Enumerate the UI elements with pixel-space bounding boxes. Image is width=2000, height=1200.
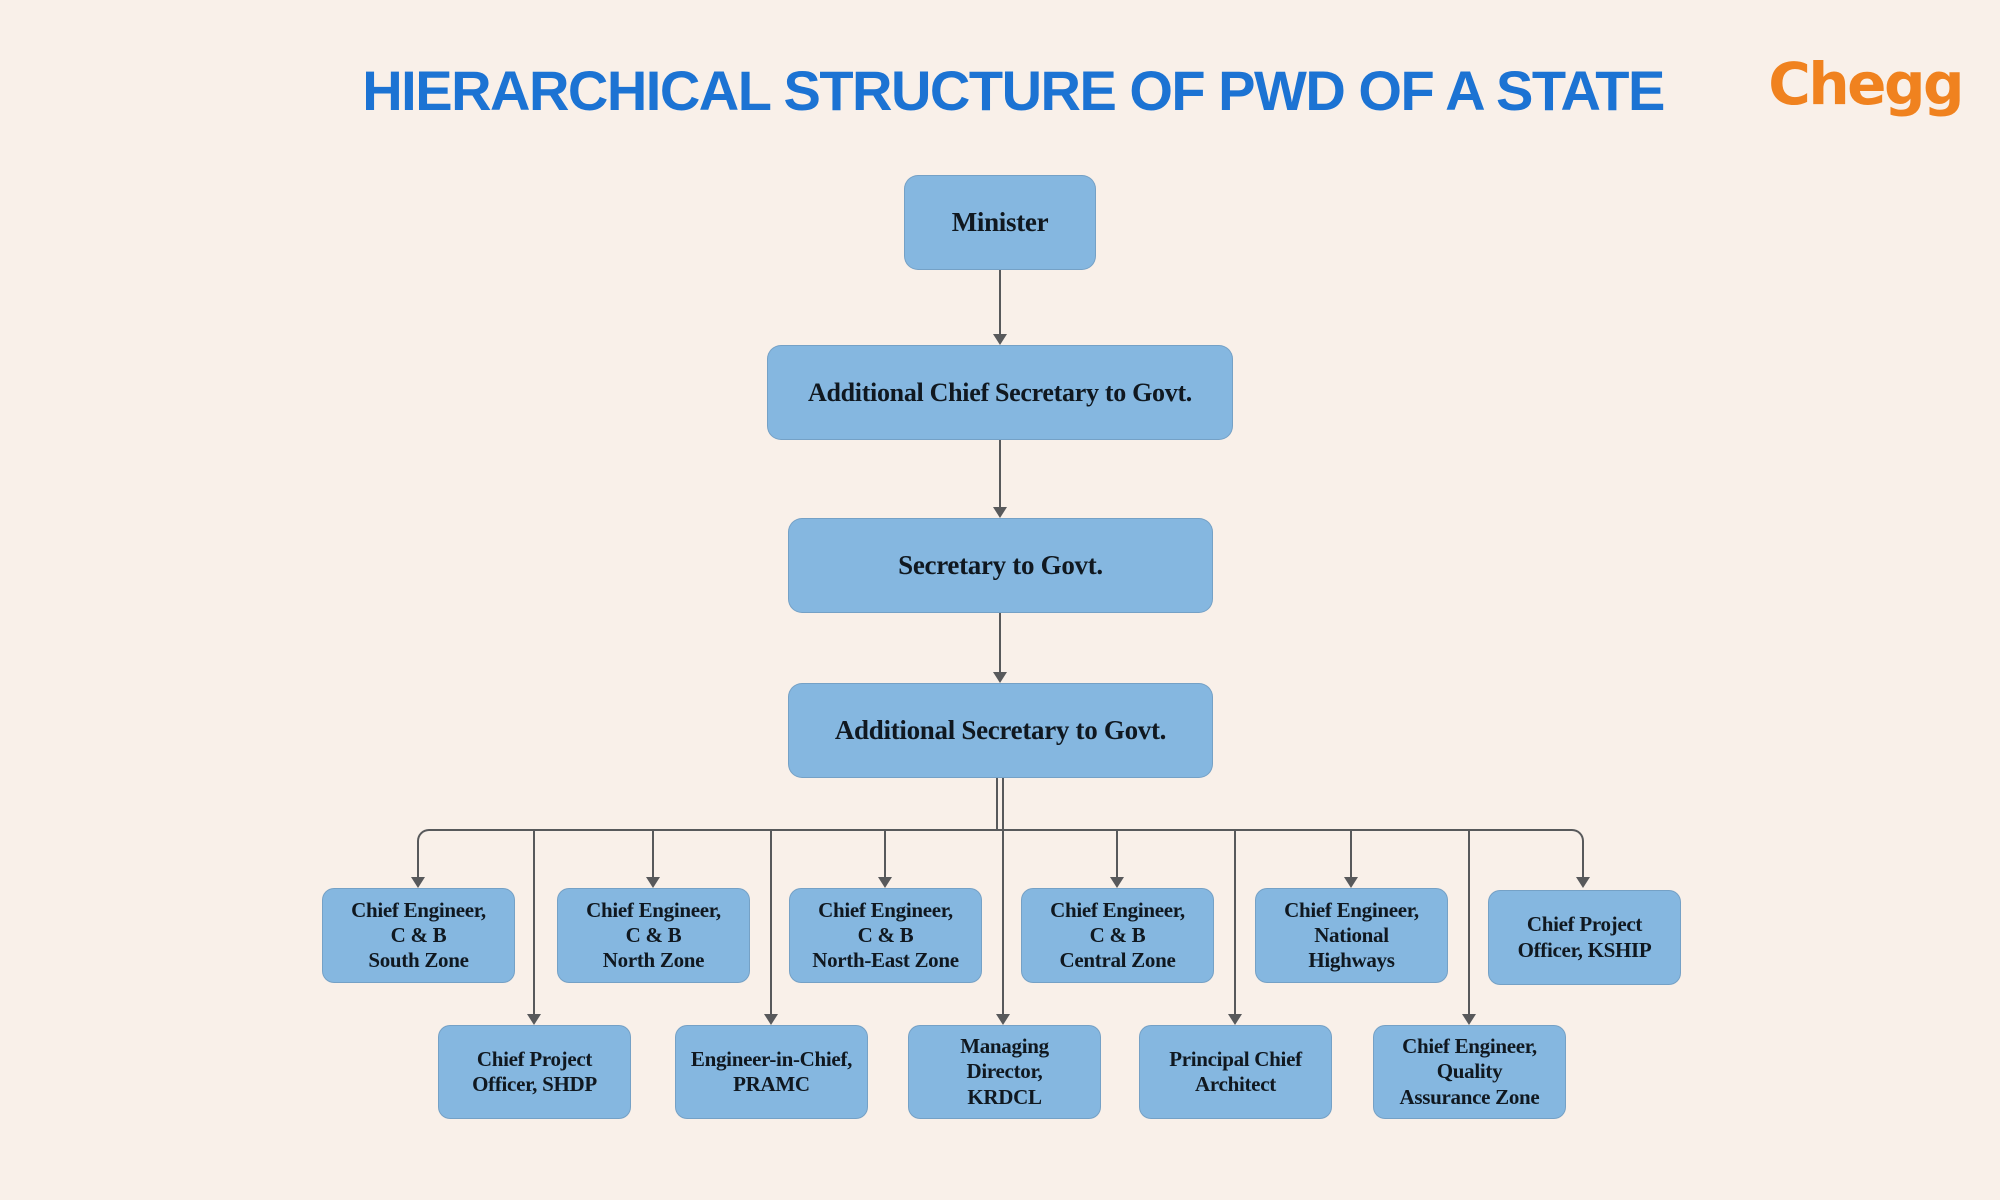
org-node-principal-chief-architect: Principal Chief Architect bbox=[1139, 1025, 1332, 1119]
arrow-down-icon bbox=[993, 507, 1007, 518]
drop-south-zone bbox=[417, 842, 419, 878]
drop-north-east-zone bbox=[884, 830, 886, 878]
connector-minister-to-acs bbox=[999, 270, 1001, 336]
org-node-label: Chief Engineer, National Highways bbox=[1284, 897, 1419, 973]
drop-national-highways bbox=[1350, 830, 1352, 878]
arrow-down-icon bbox=[1110, 877, 1124, 888]
arrow-down-icon bbox=[996, 1014, 1010, 1025]
arrow-down-icon bbox=[1576, 877, 1590, 888]
drop-quality-assurance bbox=[1468, 830, 1470, 1015]
org-node-label: Chief Engineer, C & B North Zone bbox=[586, 897, 721, 973]
bus-corner-right bbox=[1570, 829, 1584, 843]
org-node-label: Additional Chief Secretary to Govt. bbox=[807, 377, 1193, 407]
org-node-md-krdcl: Managing Director, KRDCL bbox=[908, 1025, 1101, 1119]
arrow-down-icon bbox=[993, 334, 1007, 345]
org-node-label: Additional Secretary to Govt. bbox=[834, 715, 1167, 746]
org-node-label: Chief Engineer, C & B North-East Zone bbox=[812, 897, 959, 973]
arrow-down-icon bbox=[646, 877, 660, 888]
arrow-down-icon bbox=[993, 672, 1007, 683]
org-node-label: Managing Director, KRDCL bbox=[960, 1034, 1049, 1109]
org-node-label: Chief Engineer, Quality Assurance Zone bbox=[1399, 1034, 1540, 1109]
connector-secretary-to-addl-secretary bbox=[999, 613, 1001, 673]
org-node-label: Principal Chief Architect bbox=[1169, 1046, 1302, 1096]
org-node-label: Chief Engineer, C & B South Zone bbox=[351, 897, 486, 973]
org-node-ce-south-zone: Chief Engineer, C & B South Zone bbox=[322, 888, 515, 983]
arrow-down-icon bbox=[527, 1014, 541, 1025]
chegg-logo: Chegg bbox=[1768, 50, 1964, 118]
arrow-down-icon bbox=[411, 877, 425, 888]
arrow-down-icon bbox=[1344, 877, 1358, 888]
org-node-additional-chief-secretary: Additional Chief Secretary to Govt. bbox=[767, 345, 1233, 440]
page-title: HIERARCHICAL STRUCTURE OF PWD OF A STATE bbox=[362, 59, 1665, 122]
org-node-cpo-kship: Chief Project Officer, KSHIP bbox=[1488, 890, 1681, 985]
org-node-cpo-shdp: Chief Project Officer, SHDP bbox=[438, 1025, 631, 1119]
org-node-secretary: Secretary to Govt. bbox=[788, 518, 1213, 613]
org-node-ce-quality-assurance-zone: Chief Engineer, Quality Assurance Zone bbox=[1373, 1025, 1566, 1119]
org-node-ce-central-zone: Chief Engineer, C & B Central Zone bbox=[1021, 888, 1214, 983]
org-node-ce-north-east-zone: Chief Engineer, C & B North-East Zone bbox=[789, 888, 982, 983]
bus-line bbox=[430, 829, 1571, 831]
org-node-ce-national-highways: Chief Engineer, National Highways bbox=[1255, 888, 1448, 983]
drop-krdcl bbox=[1002, 830, 1004, 1015]
org-node-label: Chief Project Officer, SHDP bbox=[472, 1046, 597, 1096]
drop-principal-chief-architect bbox=[1234, 830, 1236, 1015]
connector-acs-to-secretary bbox=[999, 440, 1001, 508]
org-node-additional-secretary: Additional Secretary to Govt. bbox=[788, 683, 1213, 778]
org-node-label: Engineer-in-Chief, PRAMC bbox=[690, 1046, 853, 1096]
drop-kship bbox=[1582, 842, 1584, 878]
org-node-label: Secretary to Govt. bbox=[898, 550, 1103, 581]
drop-central-zone bbox=[1116, 830, 1118, 878]
bus-corner-left bbox=[417, 829, 431, 843]
drop-pramc bbox=[770, 830, 772, 1015]
org-node-ce-north-zone: Chief Engineer, C & B North Zone bbox=[557, 888, 750, 983]
drop-north-zone bbox=[652, 830, 654, 878]
arrow-down-icon bbox=[1228, 1014, 1242, 1025]
org-node-eic-pramc: Engineer-in-Chief, PRAMC bbox=[675, 1025, 868, 1119]
org-node-label: Chief Project Officer, KSHIP bbox=[1517, 912, 1652, 962]
arrow-down-icon bbox=[1462, 1014, 1476, 1025]
org-node-label: Minister bbox=[951, 207, 1049, 238]
org-node-minister: Minister bbox=[904, 175, 1096, 270]
arrow-down-icon bbox=[878, 877, 892, 888]
connector-addl-secretary-stem-left bbox=[996, 778, 998, 830]
drop-shdp bbox=[533, 830, 535, 1015]
arrow-down-icon bbox=[764, 1014, 778, 1025]
connector-addl-secretary-stem-right bbox=[1002, 778, 1004, 830]
org-node-label: Chief Engineer, C & B Central Zone bbox=[1050, 897, 1185, 973]
